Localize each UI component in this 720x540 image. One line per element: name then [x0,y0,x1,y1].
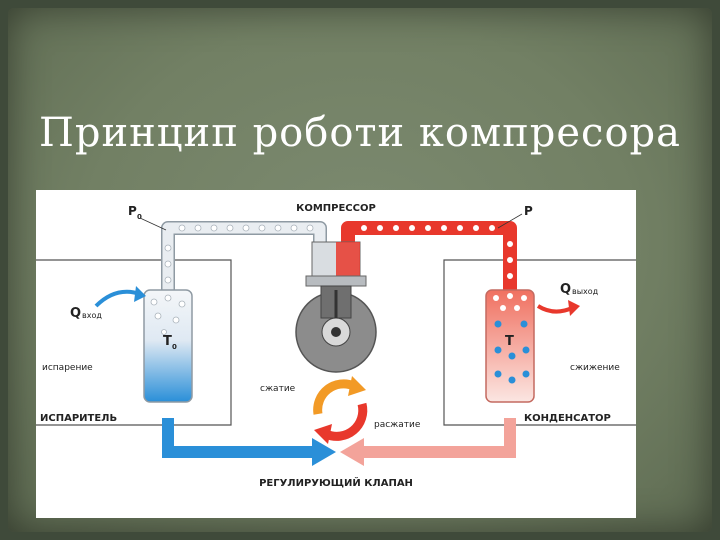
condenser-bubbles [493,293,527,311]
diagram-canvas: КОМПРЕССОР P 0 P Q вход Q выход T 0 T ис… [36,203,636,489]
right-room-outline [443,259,636,426]
pink-arrow-head [340,438,364,466]
slide-title: Принцип роботи компресора [39,110,681,156]
heat-out-arrow-head [568,300,580,316]
compressor-unit [295,241,377,373]
compression-label: сжатие [260,384,296,394]
evaporator-label: ИСПАРИТЕЛЬ [40,413,117,424]
cycle-icon [313,376,368,444]
valve-label: РЕГУЛИРУЮЩИЙ КЛАПАН [259,476,413,489]
condenser-label: КОНДЕНСАТОР [524,413,611,424]
evaporator-bubbles [150,294,186,335]
heat-in-arrow-head [134,286,146,302]
q-in-subscript: вход [82,311,102,320]
t-label: T [505,334,514,349]
compressor-label: КОМПРЕССОР [296,203,376,214]
q-out-subscript: выход [572,287,599,296]
suction-pipe [162,222,326,290]
heat-out-arrow [536,304,573,314]
evaporation-label: испарение [42,363,93,373]
expansion-label: расжатие [374,420,421,430]
warm-return-pipe [362,418,516,458]
p-label: P [524,204,533,218]
p0-leader-line [139,217,167,231]
p0-label: P [128,204,137,218]
heat-in-arrow [94,289,141,308]
q-out-label: Q [560,282,571,297]
condensation-label: сжижение [570,363,620,373]
p0-subscript: 0 [137,213,142,221]
suction-pipe-outline [161,221,327,290]
t0-subscript: 0 [172,343,177,351]
cold-return-pipe [162,418,314,458]
discharge-bubbles [361,225,513,279]
suction-bubbles [164,224,314,284]
q-in-label: Q [70,306,81,321]
discharge-pipe [341,221,517,290]
compressor-diagram: КОМПРЕССОР P 0 P Q вход Q выход T 0 T ис… [36,190,636,518]
p-leader-line [497,213,523,229]
condenser-droplets [494,320,530,384]
left-room-outline [36,259,232,426]
blue-arrow-head [312,438,336,466]
t0-label: T [163,334,172,349]
